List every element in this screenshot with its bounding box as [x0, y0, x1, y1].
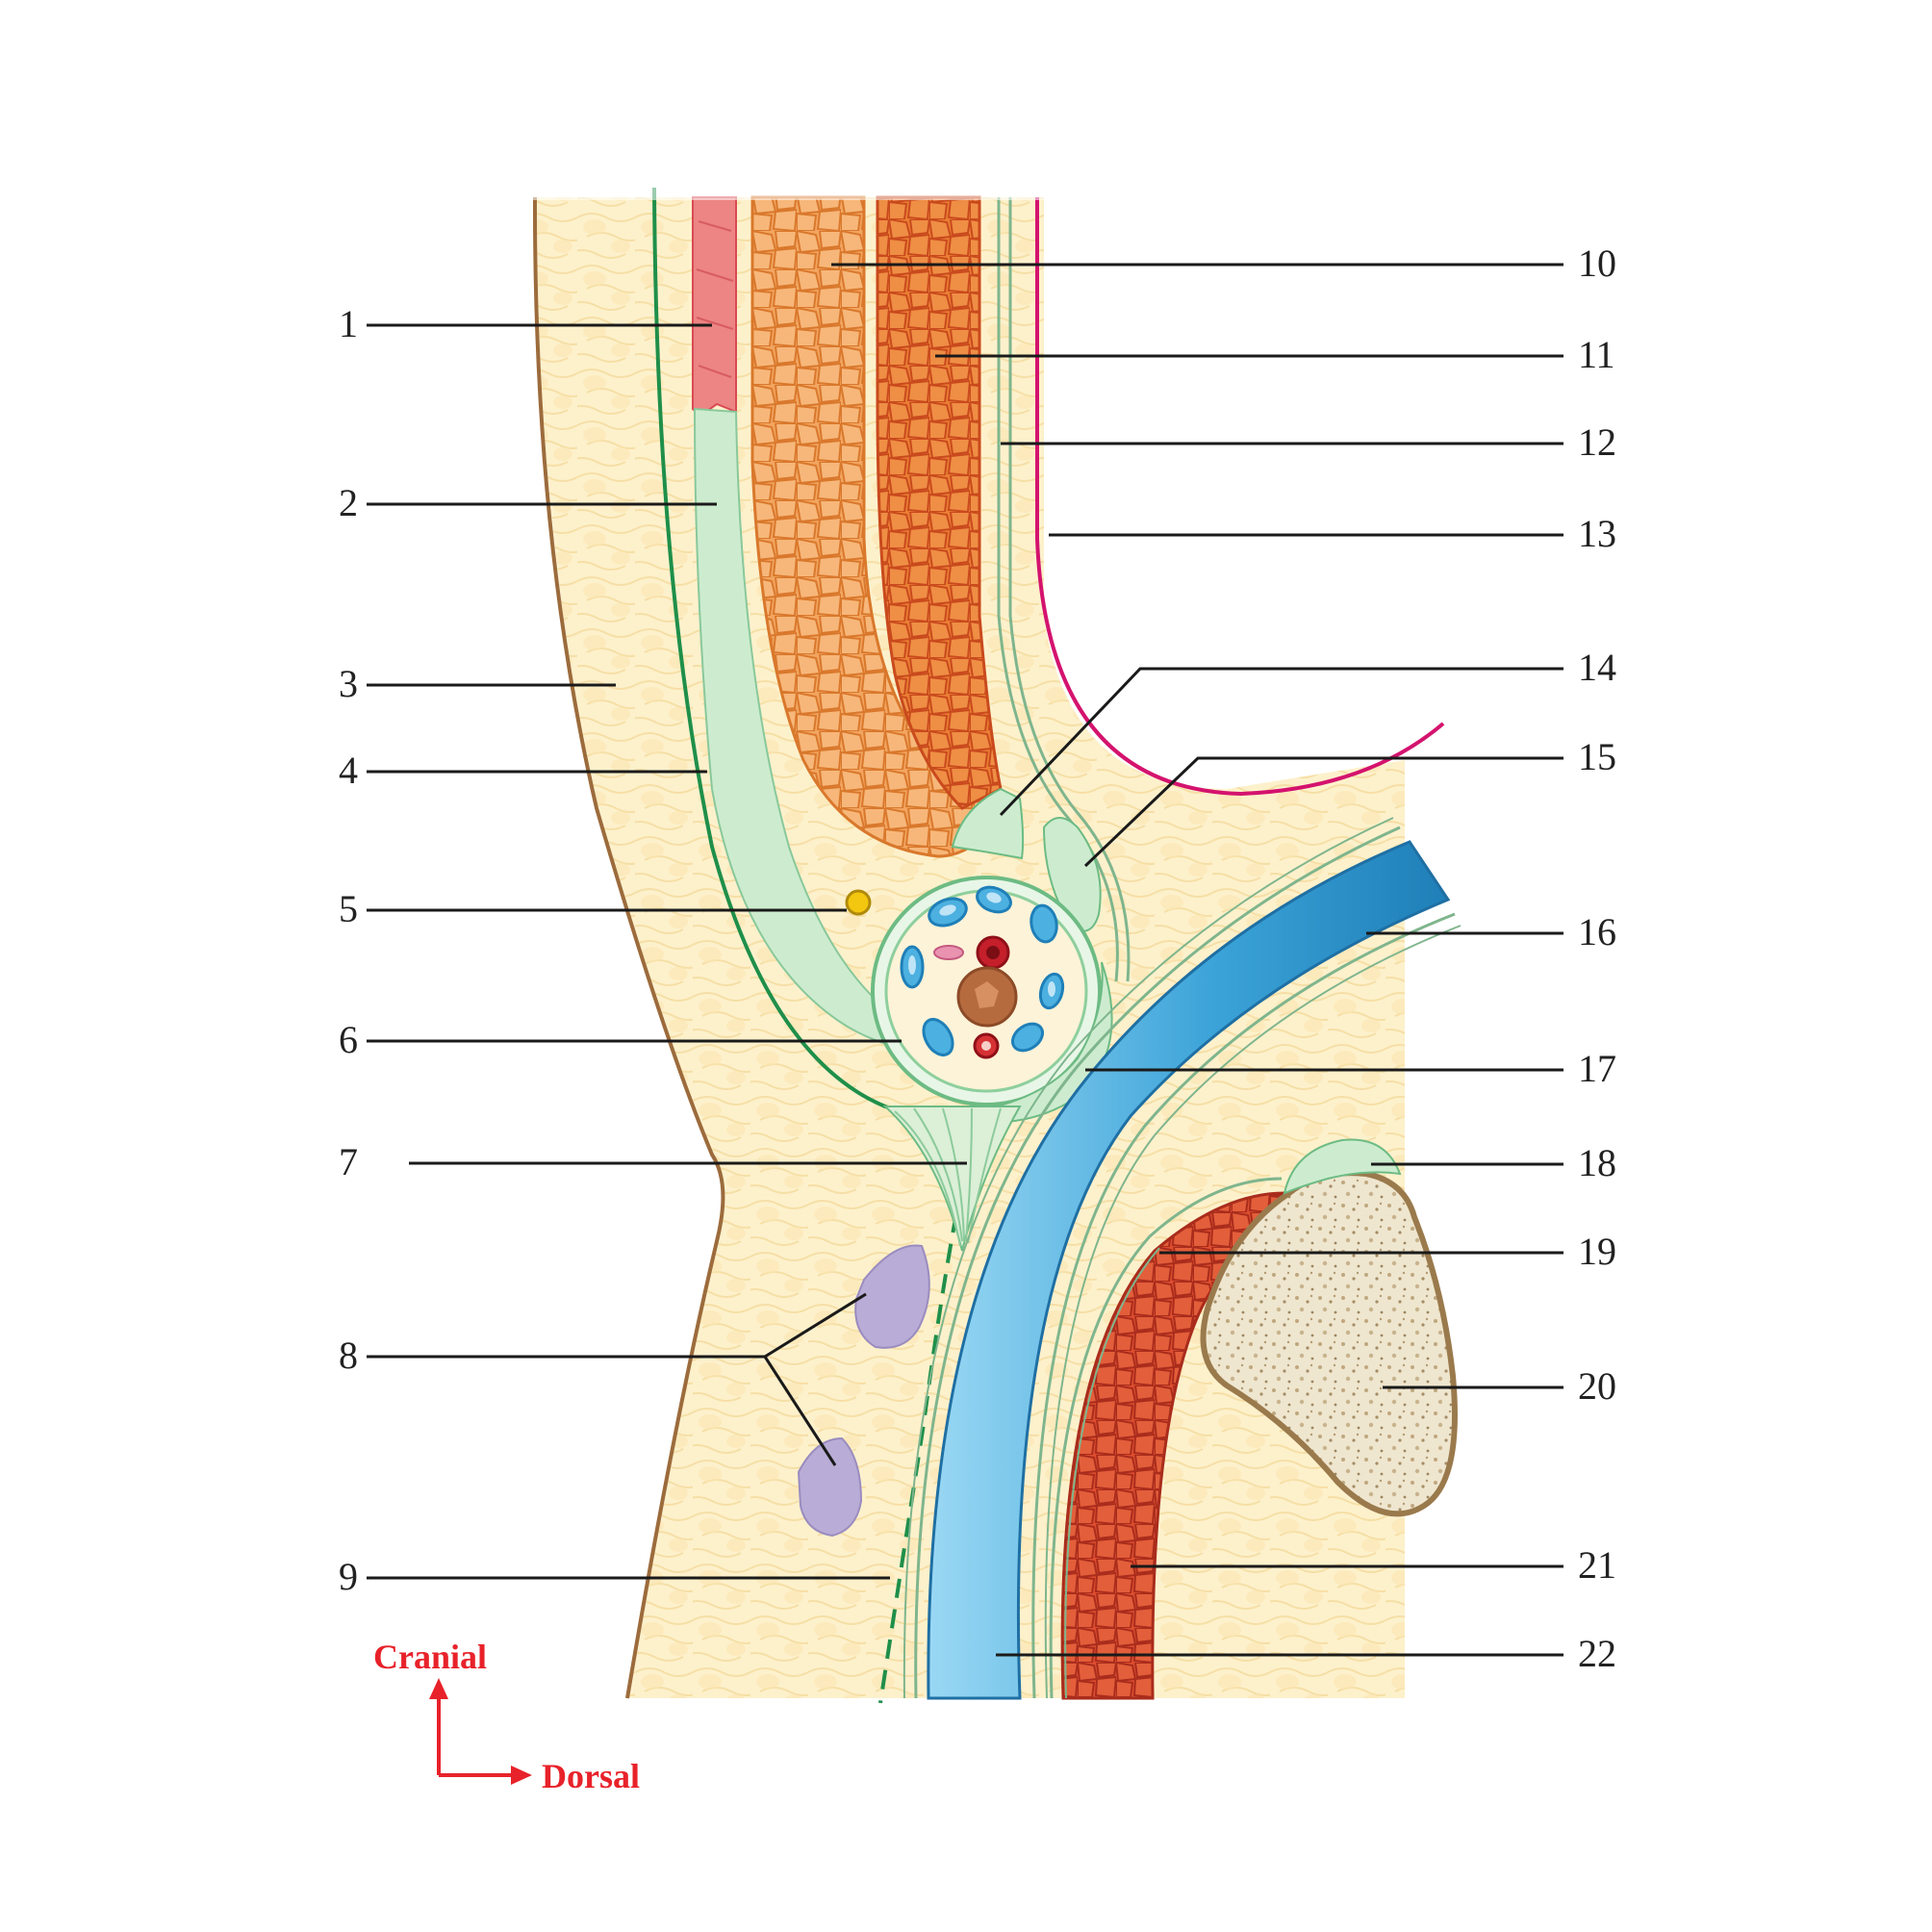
label-2: 2	[339, 481, 358, 524]
label-4: 4	[339, 749, 358, 792]
peritoneum-line	[1035, 197, 1445, 797]
label-1: 1	[339, 302, 358, 345]
label-9: 9	[339, 1555, 358, 1598]
skin-surface-line	[532, 196, 725, 1699]
label-22: 22	[1578, 1632, 1616, 1675]
lymph-node-upper	[854, 1244, 930, 1349]
label-17: 17	[1578, 1047, 1616, 1090]
cranial-label: Cranial	[373, 1638, 487, 1676]
internal-oblique-muscle	[876, 195, 1003, 810]
labels-right: 10 11 12 13 14 15 16 17 18 19 20 21 22	[1578, 242, 1616, 1675]
genital-nerve	[933, 945, 964, 960]
pubic-bone	[1200, 1170, 1458, 1517]
label-8: 8	[339, 1334, 358, 1377]
iliac-fascia	[1049, 1177, 1283, 1699]
conjoint-tendon	[951, 787, 1025, 860]
label-7: 7	[339, 1140, 358, 1183]
ilioinguinal-nerve	[845, 889, 872, 916]
label-16: 16	[1578, 910, 1616, 953]
labels-left: 1 2 3 4 5 6 7 8 9	[339, 302, 358, 1598]
suspensory-ligament	[882, 1105, 1022, 1252]
transversalis-fascia	[997, 197, 1119, 982]
dorsal-arrow-head	[511, 1766, 532, 1785]
interfoveolar-ligament	[1042, 817, 1102, 932]
label-20: 20	[1578, 1364, 1616, 1408]
label-21: 21	[1578, 1543, 1616, 1587]
label-3: 3	[339, 662, 358, 705]
external-oblique-muscle	[750, 195, 1004, 858]
label-5: 5	[339, 887, 358, 930]
vessel-sheath-inner	[914, 826, 1401, 1699]
fat-lower-lobe	[625, 1116, 914, 1698]
pectineal-ligament	[1283, 1138, 1402, 1195]
dorsal-label: Dorsal	[542, 1757, 640, 1795]
orientation-indicator: Cranial Dorsal	[373, 1638, 640, 1795]
cranial-arrow-head	[429, 1678, 448, 1699]
label-12: 12	[1578, 420, 1616, 464]
femoral-vessel	[927, 840, 1451, 1700]
lymph-node-lower	[797, 1436, 863, 1538]
label-19: 19	[1578, 1230, 1616, 1273]
superficial-fascia-dashed	[878, 1182, 964, 1704]
pampiniform-veins	[900, 885, 1065, 1056]
label-10: 10	[1578, 242, 1616, 285]
label-14: 14	[1578, 646, 1616, 689]
label-6: 6	[339, 1018, 358, 1061]
label-15: 15	[1578, 735, 1616, 778]
label-13: 13	[1578, 512, 1616, 555]
leader-lines-right	[831, 263, 1563, 1657]
leader-lines-left	[367, 323, 967, 1580]
label-11: 11	[1578, 333, 1615, 376]
label-18: 18	[1578, 1141, 1616, 1184]
vessel-sheath-outer	[1031, 912, 1456, 1699]
